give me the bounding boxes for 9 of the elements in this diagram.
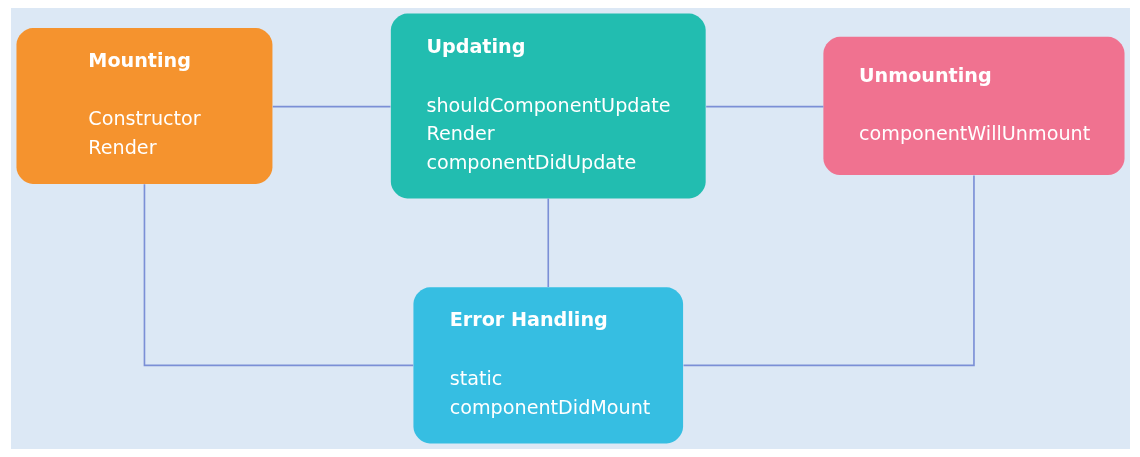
connector xyxy=(704,105,824,108)
node-box: Mounting Constructor Render xyxy=(16,27,272,184)
connector xyxy=(546,197,549,288)
node-box: Error Handling static componentDidMount xyxy=(412,287,683,444)
connector xyxy=(271,105,391,108)
node-box: Unmounting componentWillUnmount xyxy=(822,36,1124,176)
node-box: Updating shouldComponentUpdate Render componentDidUpdate xyxy=(390,13,706,199)
connector xyxy=(682,174,975,367)
connector xyxy=(143,183,414,367)
